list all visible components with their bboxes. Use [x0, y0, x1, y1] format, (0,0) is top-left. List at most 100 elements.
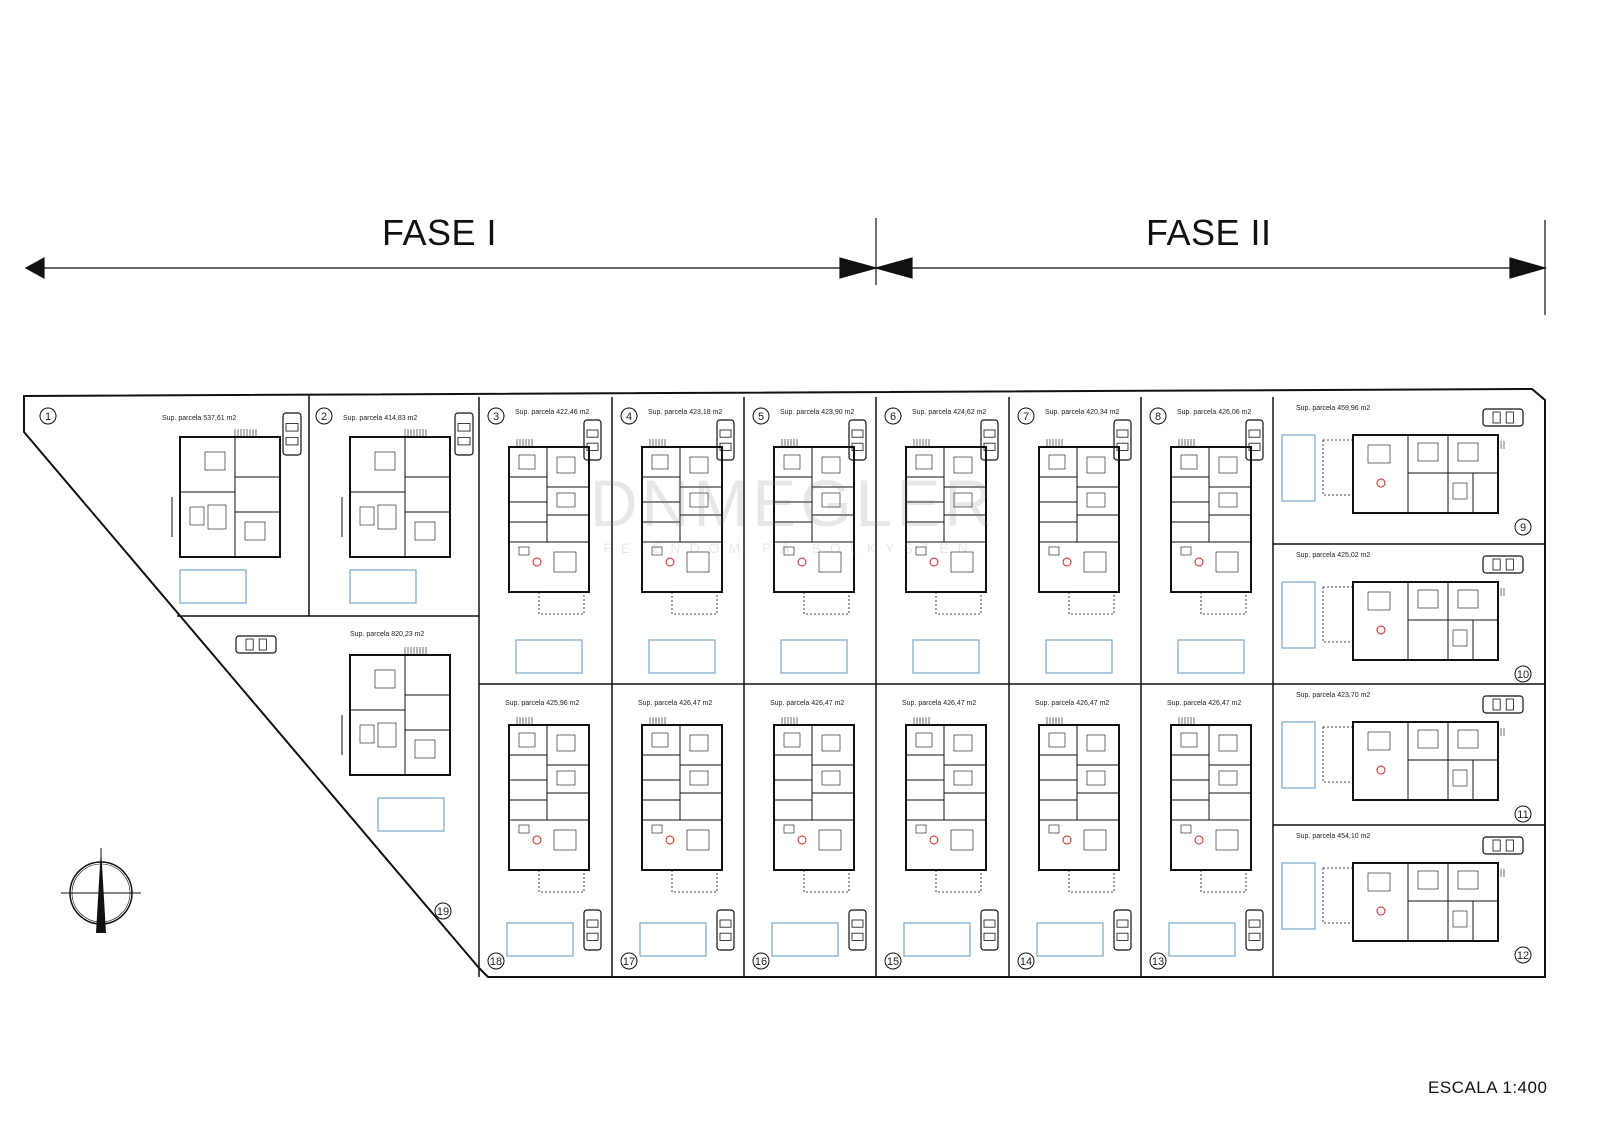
- plot-area-label: Sup. parcela 426,47 m2: [770, 700, 844, 707]
- fireplace-icon: [665, 835, 675, 845]
- fireplace-icon: [1376, 765, 1386, 775]
- plot-number: 9: [1514, 518, 1532, 536]
- fireplace-icon: [1194, 557, 1204, 567]
- plot-number: 19: [434, 902, 452, 920]
- house-floorplan: [1322, 581, 1505, 661]
- pool-icon: [1281, 862, 1316, 930]
- plot-number: 10: [1514, 665, 1532, 683]
- pool-icon: [1177, 639, 1245, 674]
- fireplace-icon: [1062, 557, 1072, 567]
- car-icon: [1113, 419, 1132, 461]
- car-icon: [1245, 419, 1264, 461]
- pool-icon: [1168, 922, 1236, 957]
- car-icon: [454, 412, 474, 456]
- arrow-right-icon: [1509, 257, 1548, 279]
- plot-number-label: 14: [1020, 956, 1032, 968]
- plot-area-label: Sup. parcela 459,96 m2: [1296, 405, 1370, 412]
- pool-icon: [1281, 434, 1316, 502]
- car-icon: [716, 909, 735, 951]
- plot-number: 5: [752, 407, 770, 425]
- plot-number: 18: [487, 952, 505, 970]
- house-floorplan: [773, 717, 855, 893]
- plot-number-label: 19: [437, 906, 449, 918]
- car-icon: [980, 909, 999, 951]
- pool-icon: [903, 922, 971, 957]
- plot-area-label: Sup. parcela 426,47 m2: [902, 700, 976, 707]
- house-floorplan: [508, 439, 590, 615]
- plot-area-label: Sup. parcela 426,47 m2: [638, 700, 712, 707]
- pool-icon: [377, 797, 445, 832]
- plot-number-label: 11: [1517, 809, 1528, 821]
- house-floorplan: [508, 717, 590, 893]
- car-icon: [282, 412, 302, 456]
- plot-number-label: 16: [755, 956, 767, 968]
- plot-area-label: Sup. parcela 423,90 m2: [780, 409, 854, 416]
- site-outline: [23, 387, 1546, 978]
- house-floorplan: [1322, 862, 1505, 942]
- phase-2-title: FASE II: [1146, 212, 1272, 253]
- car-icon: [235, 635, 277, 654]
- fireplace-icon: [1376, 478, 1386, 488]
- car-icon: [1482, 695, 1524, 714]
- fireplace-icon: [532, 835, 542, 845]
- plot-number: 17: [620, 952, 638, 970]
- plot-number: 11: [1514, 805, 1532, 823]
- plot-number: 3: [487, 407, 505, 425]
- car-icon: [583, 909, 602, 951]
- fireplace-icon: [1194, 835, 1204, 845]
- plot-number-label: 2: [321, 411, 327, 423]
- plot-number: 2: [315, 407, 333, 425]
- fireplace-icon: [929, 557, 939, 567]
- fireplace-icon: [665, 557, 675, 567]
- house-floorplan: [1322, 434, 1505, 514]
- car-icon: [1245, 909, 1264, 951]
- plot-area-label: Sup. parcela 423,18 m2: [648, 409, 722, 416]
- pool-icon: [648, 639, 716, 674]
- pool-icon: [1281, 721, 1316, 789]
- plot-area-label: Sup. parcela 537,61 m2: [162, 415, 236, 422]
- plot-number: 14: [1017, 952, 1035, 970]
- plot-area-label: Sup. parcela 414,83 m2: [343, 415, 417, 422]
- plot-number-label: 6: [890, 411, 896, 423]
- pool-icon: [780, 639, 848, 674]
- pool-icon: [506, 922, 574, 957]
- plot-number: 16: [752, 952, 770, 970]
- car-icon: [1482, 555, 1524, 574]
- house-floorplan: [341, 429, 451, 558]
- plot-number: 7: [1017, 407, 1035, 425]
- phase-1-title: FASE I: [382, 212, 498, 253]
- phase-dimension-lines: [24, 218, 1548, 315]
- house-floorplan: [1170, 717, 1252, 893]
- fireplace-icon: [1376, 625, 1386, 635]
- house-floorplan: [341, 647, 451, 776]
- plot-area-label: Sup. parcela 820,23 m2: [350, 631, 424, 638]
- pool-icon: [515, 639, 583, 674]
- plot-area-label: Sup. parcela 426,47 m2: [1167, 700, 1241, 707]
- car-icon: [848, 419, 867, 461]
- plot-number: 12: [1514, 946, 1532, 964]
- plot-area-label: Sup. parcela 425,96 m2: [505, 700, 579, 707]
- plot-number: 4: [620, 407, 638, 425]
- pool-icon: [1036, 922, 1104, 957]
- house-floorplan: [1038, 717, 1120, 893]
- plot-number-label: 13: [1152, 956, 1164, 968]
- house-floorplan: [905, 439, 987, 615]
- car-icon: [1482, 408, 1524, 427]
- arrow-left-icon: [873, 257, 913, 279]
- pool-icon: [1281, 581, 1316, 649]
- plot-number-label: 7: [1023, 411, 1029, 423]
- plots-layer: 1 Sup. parcela 537,61 m2 2 Sup. parcela 414…: [39, 395, 1546, 977]
- plot-number-label: 8: [1155, 411, 1161, 423]
- plot-number: 15: [884, 952, 902, 970]
- north-arrow-icon: [61, 848, 141, 933]
- plot-number: 1: [39, 407, 57, 425]
- plot-area-label: Sup. parcela 423,70 m2: [1296, 692, 1370, 699]
- plot-area-label: Sup. parcela 420,34 m2: [1045, 409, 1119, 416]
- fireplace-icon: [797, 835, 807, 845]
- house-floorplan: [641, 439, 723, 615]
- plot-number-label: 15: [887, 956, 899, 968]
- plot-number-label: 5: [758, 411, 764, 423]
- fireplace-icon: [532, 557, 542, 567]
- house-floorplan: [1322, 721, 1505, 801]
